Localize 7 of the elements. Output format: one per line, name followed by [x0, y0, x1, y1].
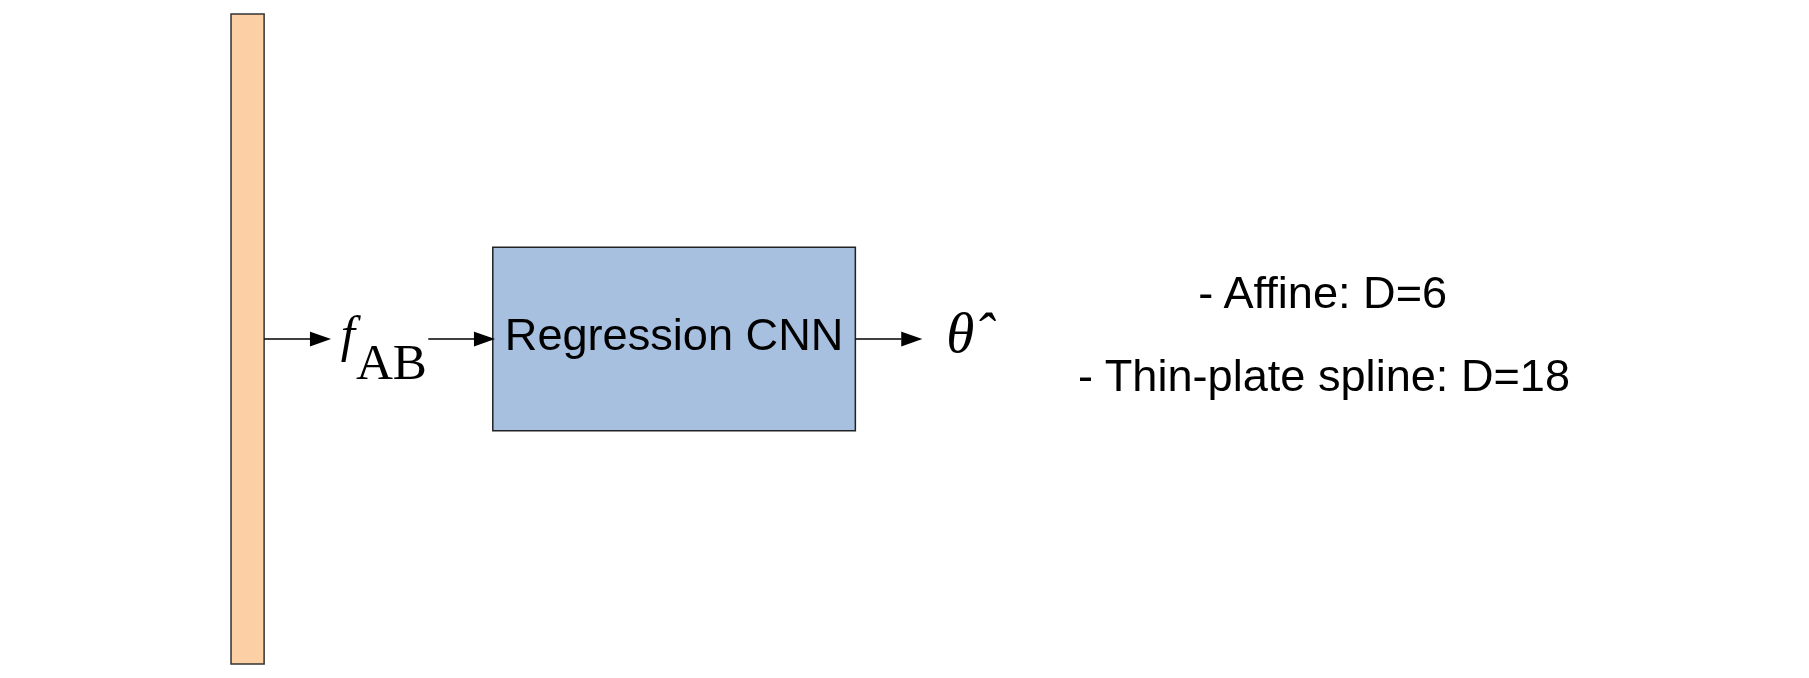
- node-bar: [229, 13, 265, 665]
- arrow: [854, 331, 922, 347]
- label: - Affine: D=6: [1197, 267, 1447, 319]
- node-box: Regression CNN: [491, 246, 856, 432]
- arrow: [263, 331, 331, 347]
- arrow: [427, 331, 495, 347]
- label: - Thin-plate spline: D=18: [1077, 349, 1570, 401]
